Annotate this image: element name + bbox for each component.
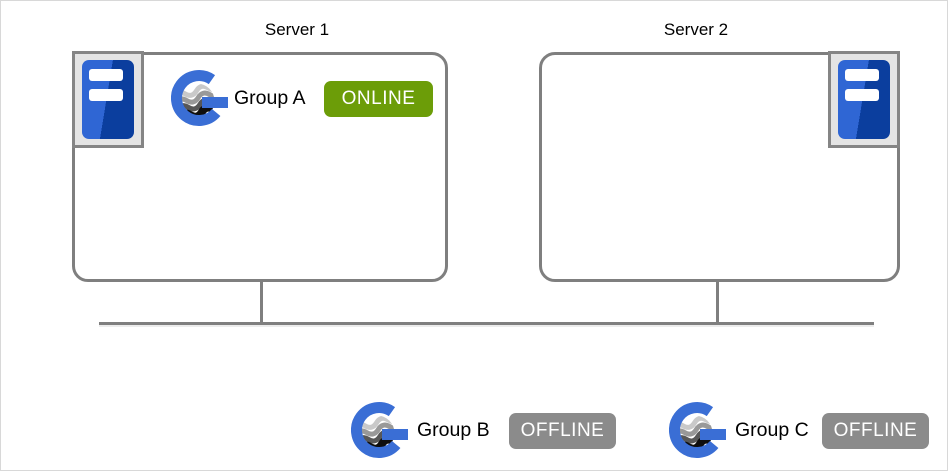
tower-server-icon: [838, 60, 890, 139]
availability-group-icon: [171, 70, 228, 127]
group-c-status-badge: OFFLINE: [822, 413, 929, 449]
group-b-status-badge: OFFLINE: [509, 413, 616, 449]
group-b-label: Group B: [417, 419, 490, 441]
tower-server-icon: [82, 60, 134, 139]
availability-group-icon: [669, 402, 726, 459]
server2-network-connector: [716, 282, 719, 323]
network-bus-line: [99, 322, 874, 325]
server2-host-icon: [828, 51, 900, 148]
group-b-icon: [351, 401, 409, 459]
server2-title: Server 2: [663, 20, 729, 39]
server1-network-connector: [260, 282, 263, 323]
availability-group-icon: [351, 402, 408, 459]
server1-host-icon: [72, 51, 144, 148]
server1-title: Server 1: [264, 20, 330, 39]
group-a-status-badge: ONLINE: [324, 81, 433, 117]
group-c-icon: [669, 401, 727, 459]
group-a-label: Group A: [234, 87, 306, 109]
group-a-icon: [171, 69, 229, 127]
group-c-label: Group C: [735, 419, 809, 441]
